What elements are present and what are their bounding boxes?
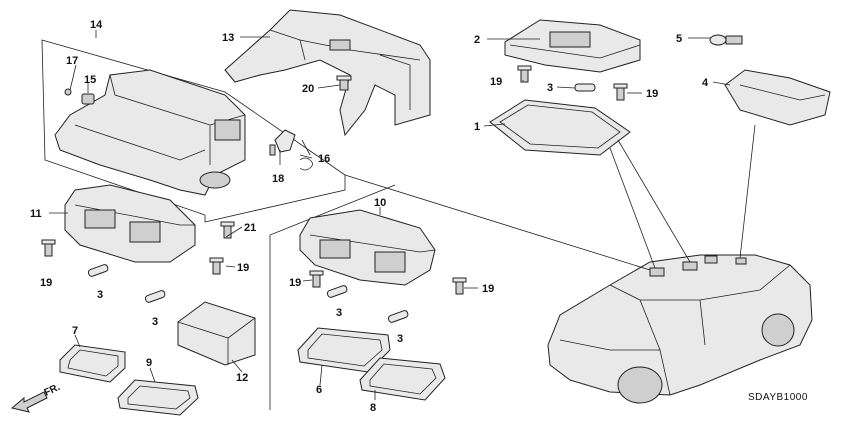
part-3-bulb-a bbox=[574, 83, 596, 92]
callout-19-d: 19 bbox=[237, 262, 249, 274]
callout-19-e: 19 bbox=[289, 277, 301, 289]
part-13-bracket bbox=[224, 9, 431, 137]
front-direction-arrow-icon bbox=[10, 391, 48, 413]
pointer-console-car bbox=[344, 174, 651, 271]
callout-19-c: 19 bbox=[40, 277, 52, 289]
callout-3-e: 3 bbox=[397, 333, 403, 345]
group-outline-14 bbox=[41, 39, 346, 223]
part-15-clip bbox=[81, 93, 95, 105]
callout-8: 8 bbox=[370, 402, 376, 414]
part-21-screw bbox=[220, 221, 235, 239]
part-18-lever bbox=[269, 129, 296, 156]
callout-10: 10 bbox=[374, 197, 386, 209]
part-5-bulb bbox=[709, 34, 743, 46]
part-19-screw-a bbox=[517, 65, 532, 83]
callout-9: 9 bbox=[146, 357, 152, 369]
part-12-box-unit bbox=[177, 301, 256, 366]
callout-21: 21 bbox=[244, 222, 256, 234]
callout-18: 18 bbox=[272, 173, 284, 185]
part-7-bezel bbox=[59, 344, 126, 383]
part-3-bulb-d bbox=[326, 285, 348, 298]
part-6-bezel bbox=[297, 327, 391, 373]
callout-3-b: 3 bbox=[97, 289, 103, 301]
part-3-bulb-e bbox=[387, 310, 409, 323]
car-roof-lamp-d bbox=[735, 257, 747, 265]
callout-4: 4 bbox=[702, 77, 709, 89]
part-4-cargo-light bbox=[724, 69, 831, 126]
part-17-plug bbox=[64, 88, 72, 96]
part-9-bezel bbox=[117, 379, 199, 416]
car-illustration bbox=[547, 254, 813, 404]
part-19-screw-b bbox=[613, 83, 628, 101]
callout-16: 16 bbox=[318, 153, 330, 165]
callout-1: 1 bbox=[474, 121, 480, 133]
callout-19-f: 19 bbox=[482, 283, 494, 295]
callout-13: 13 bbox=[222, 32, 234, 44]
part-11-map-light bbox=[64, 184, 196, 263]
pointer-cargo-car bbox=[739, 124, 756, 259]
part-16-spring bbox=[299, 139, 313, 171]
callout-19-a: 19 bbox=[490, 76, 502, 88]
part-10-map-light bbox=[299, 209, 436, 286]
callout-12: 12 bbox=[236, 372, 248, 384]
leader-lines bbox=[49, 30, 731, 400]
callout-6: 6 bbox=[316, 384, 322, 396]
front-direction-label: FR. bbox=[43, 382, 62, 399]
part-3-bulb-c bbox=[144, 290, 166, 303]
part-1-lens bbox=[489, 99, 631, 156]
callout-14: 14 bbox=[90, 19, 103, 31]
callout-17: 17 bbox=[66, 55, 78, 67]
callout-19-b: 19 bbox=[646, 88, 658, 100]
part-19-screw-d bbox=[209, 257, 224, 275]
part-8-bezel bbox=[359, 357, 446, 401]
callout-3-a: 3 bbox=[547, 82, 553, 94]
callout-15: 15 bbox=[84, 74, 96, 86]
part-3-bulb-b bbox=[87, 264, 109, 277]
pointer-lens-car bbox=[609, 139, 691, 269]
callout-11: 11 bbox=[30, 208, 42, 220]
callout-5: 5 bbox=[676, 33, 682, 45]
callout-7: 7 bbox=[72, 325, 78, 337]
diagram-code: SDAYB1000 bbox=[748, 392, 808, 403]
part-19-screw-e bbox=[309, 270, 324, 288]
callout-20: 20 bbox=[302, 83, 314, 95]
car-roof-lamp-c bbox=[704, 255, 718, 264]
part-14-console bbox=[54, 69, 246, 196]
part-19-screw-f bbox=[452, 277, 467, 295]
panel-divider bbox=[269, 184, 396, 410]
callout-3-c: 3 bbox=[152, 316, 158, 328]
callout-2: 2 bbox=[474, 34, 480, 46]
car-roof-lamp-b bbox=[682, 261, 698, 271]
car-roof-lamp-a bbox=[649, 267, 665, 277]
callout-3-d: 3 bbox=[336, 307, 342, 319]
part-19-screw-c bbox=[41, 239, 56, 257]
part-2-light-base bbox=[504, 19, 641, 73]
